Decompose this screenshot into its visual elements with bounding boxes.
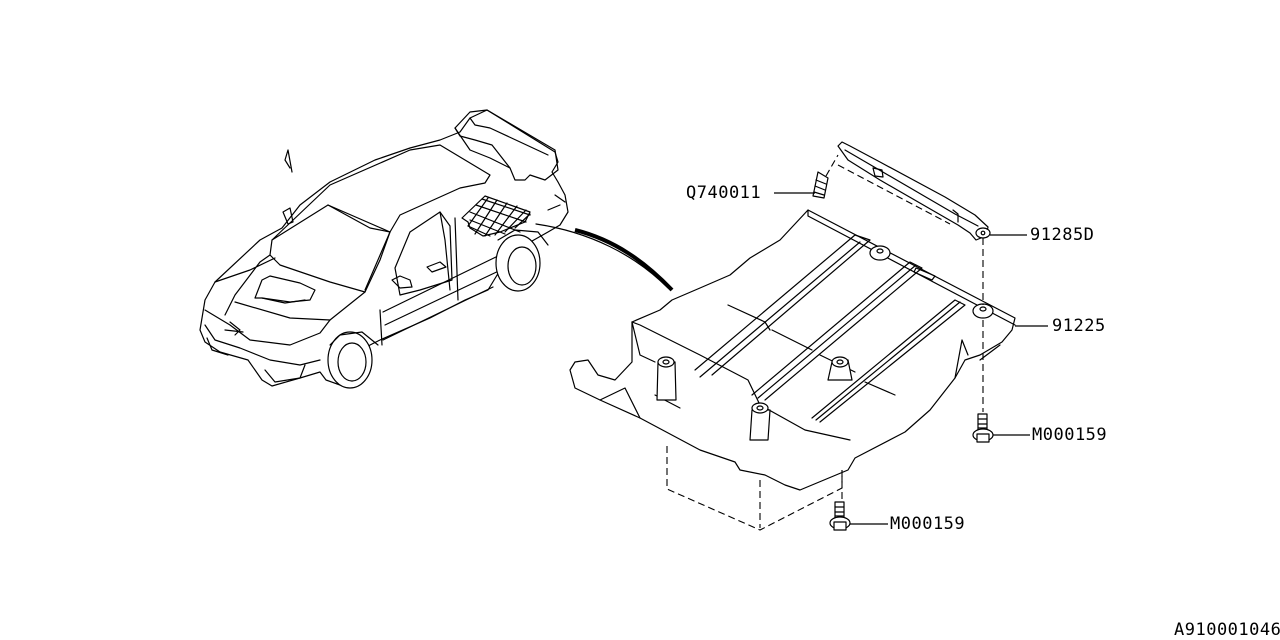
clip-part (812, 154, 839, 199)
figure-id: A910001046 (1174, 620, 1280, 640)
callout-clip[interactable]: Q740011 (686, 183, 762, 203)
pointer-arrow (574, 228, 674, 292)
callout-under-cover[interactable]: 91225 (1052, 316, 1106, 336)
rear-quarter-window-highlight (461, 195, 531, 237)
callout-bracket[interactable]: 91285D (1030, 225, 1095, 245)
under-cover-part (569, 209, 1016, 491)
callout-bolt-bottom[interactable]: M000159 (890, 514, 966, 534)
bolt-bottom-icon (829, 501, 851, 531)
bolt-right-icon (972, 413, 994, 443)
callout-bolt-right[interactable]: M000159 (1032, 425, 1108, 445)
pointer-line (535, 223, 669, 289)
bracket-part (837, 141, 991, 241)
vehicle-illustration (199, 109, 569, 389)
